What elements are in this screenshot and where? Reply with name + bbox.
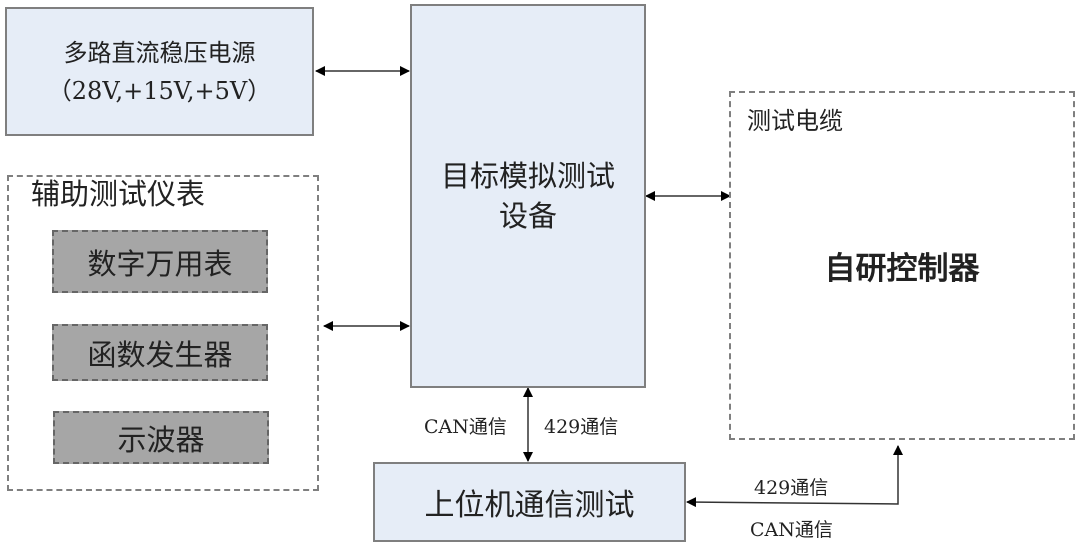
instrument-oscilloscope: 示波器 <box>53 411 269 464</box>
target-simulation-title: 目标模拟测试 <box>440 159 615 193</box>
instrument-function-generator: 函数发生器 <box>52 324 268 381</box>
power-supply-voltages: （28V,+15V,+5V） <box>47 76 272 105</box>
power-supply-title: 多路直流稳压电源 <box>63 38 256 67</box>
target-simulation-box: 目标模拟测试 设备 <box>410 4 646 388</box>
instrument-label: 函数发生器 <box>87 337 233 372</box>
test-cable-title: 测试电缆 <box>747 107 843 135</box>
aux-instruments-title: 辅助测试仪表 <box>31 177 206 211</box>
instrument-label: 数字万用表 <box>87 246 233 281</box>
edge-label-429-bottom: 429通信 <box>754 477 829 499</box>
aux-instruments-group: 辅助测试仪表 <box>7 175 319 491</box>
arrow-cable-host <box>686 445 903 508</box>
host-comm-test-box: 上位机通信测试 <box>373 462 686 542</box>
host-comm-test-label: 上位机通信测试 <box>424 488 635 523</box>
instrument-label: 示波器 <box>117 422 205 457</box>
edge-label-can-bottom: CAN通信 <box>750 519 833 541</box>
instrument-multimeter: 数字万用表 <box>52 230 268 293</box>
target-simulation-title-2: 设备 <box>498 199 557 233</box>
power-supply-box: 多路直流稳压电源 （28V,+15V,+5V） <box>5 7 314 136</box>
controller-label: 自研控制器 <box>824 251 980 287</box>
edge-label-can-vertical: CAN通信 <box>424 416 507 438</box>
edge-label-429-vertical: 429通信 <box>544 416 619 438</box>
test-cable-group: 测试电缆 自研控制器 <box>729 91 1075 440</box>
